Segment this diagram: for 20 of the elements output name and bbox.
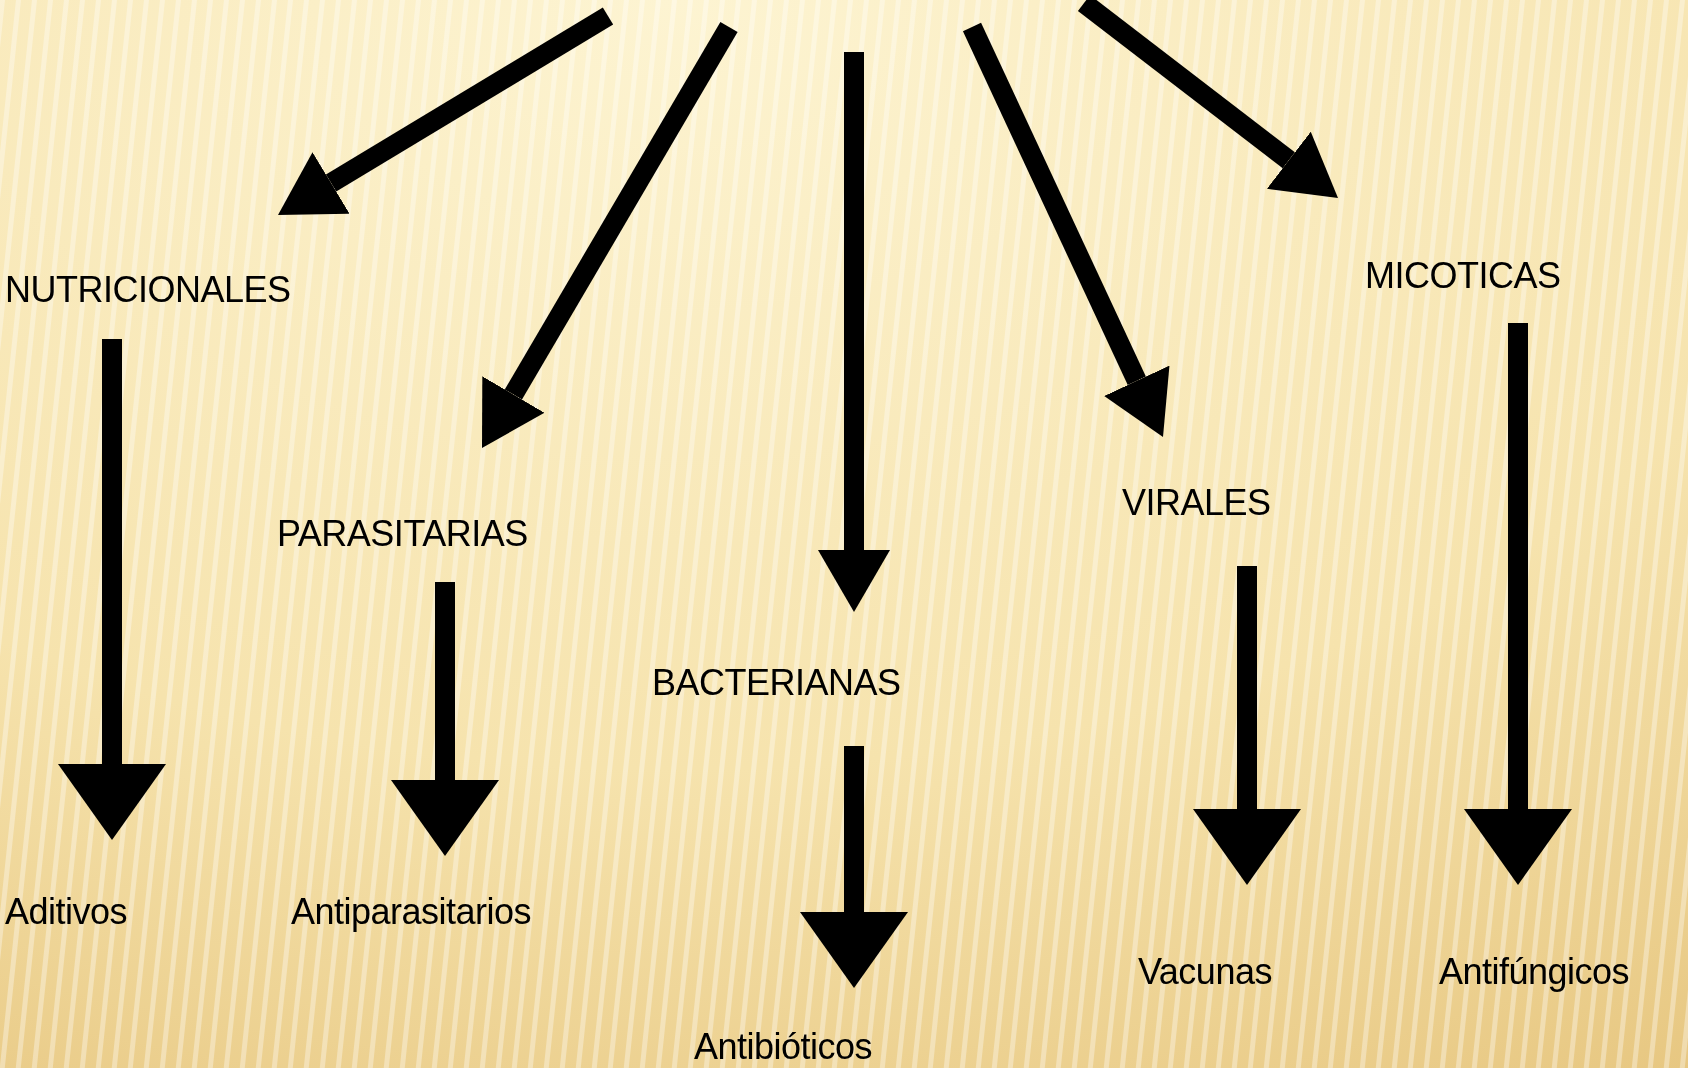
arrow [58,339,166,840]
arrow [1193,566,1301,885]
category-label: MICOTICAS [1365,255,1561,297]
category-label: Aditivos [5,891,128,933]
category-label: Antibióticos [694,1026,873,1068]
arrow [1464,323,1572,885]
arrow [962,22,1170,437]
category-label: BACTERIANAS [652,662,901,704]
arrow [1077,0,1338,198]
category-label: Antifúngicos [1439,951,1630,993]
arrow [278,7,614,215]
category-label: Vacunas [1138,951,1272,993]
category-label: VIRALES [1122,482,1271,524]
category-label: PARASITARIAS [277,513,528,555]
category-label: NUTRICIONALES [5,269,291,311]
arrow [818,52,890,612]
arrow [482,21,738,448]
category-label: Antiparasitarios [291,891,532,933]
arrow [800,746,908,988]
arrow [391,582,499,856]
